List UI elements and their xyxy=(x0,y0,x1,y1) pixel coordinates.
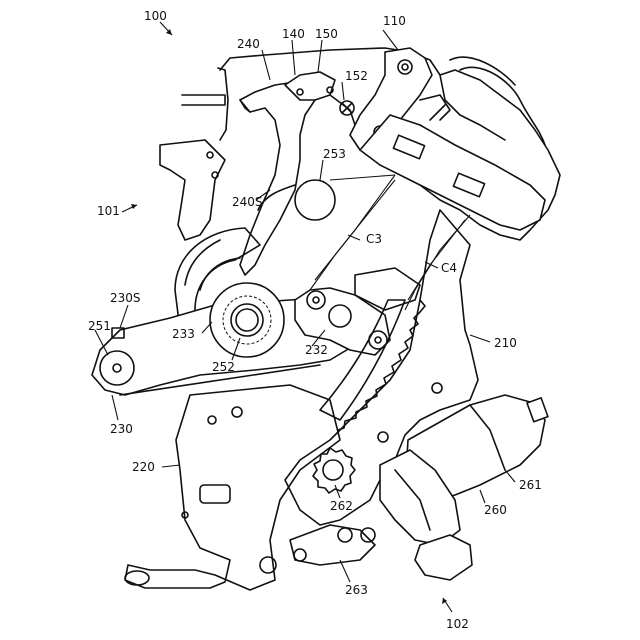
rod xyxy=(182,95,225,105)
label-252: 252 xyxy=(212,360,235,374)
label-232: 232 xyxy=(305,343,328,357)
label-152: 152 xyxy=(345,69,368,83)
panel-hole xyxy=(207,152,213,158)
mount-slot xyxy=(125,571,149,585)
plate-hole xyxy=(432,383,442,393)
pin-152-cross xyxy=(342,103,352,113)
base-plate-220 xyxy=(125,385,340,590)
label-150: 150 xyxy=(315,27,338,41)
label-101: 101 xyxy=(97,204,120,218)
label-c3: C3 xyxy=(366,232,382,246)
base-slot xyxy=(200,485,230,503)
bolt xyxy=(338,528,352,542)
roller-251 xyxy=(100,351,134,385)
roller-253 xyxy=(295,180,335,220)
label-100: 100 xyxy=(144,9,167,23)
label-240: 240 xyxy=(237,37,260,51)
bolt xyxy=(361,528,375,542)
label-233: 233 xyxy=(172,327,195,341)
actuator-housing xyxy=(360,115,545,230)
label-261: 261 xyxy=(519,478,542,492)
label-c4: C4 xyxy=(441,261,457,275)
side-panel-101 xyxy=(160,140,225,240)
base-hole xyxy=(208,416,216,424)
label-140: 140 xyxy=(282,27,305,41)
label-260: 260 xyxy=(484,503,507,517)
label-220: 220 xyxy=(132,460,155,474)
wire-harness xyxy=(460,67,545,145)
plate-hole xyxy=(378,432,388,442)
label-263: 263 xyxy=(345,583,368,597)
label-240s: 240S xyxy=(232,195,263,209)
label-262: 262 xyxy=(330,499,353,513)
cable-c4 xyxy=(405,215,470,310)
label-102: 102 xyxy=(446,617,469,631)
sector-arc xyxy=(185,240,220,285)
label-210: 210 xyxy=(494,336,517,350)
frame-edge xyxy=(440,75,505,140)
base-hole xyxy=(232,407,242,417)
label-230: 230 xyxy=(110,422,133,436)
label-253: 253 xyxy=(323,147,346,161)
cable-c3-upper xyxy=(330,175,395,180)
bolt xyxy=(294,549,306,561)
label-251: 251 xyxy=(88,319,111,333)
label-230s: 230S xyxy=(110,291,141,305)
label-110: 110 xyxy=(383,14,406,28)
hook-lever-240 xyxy=(240,82,315,275)
frame-edge xyxy=(218,68,228,140)
